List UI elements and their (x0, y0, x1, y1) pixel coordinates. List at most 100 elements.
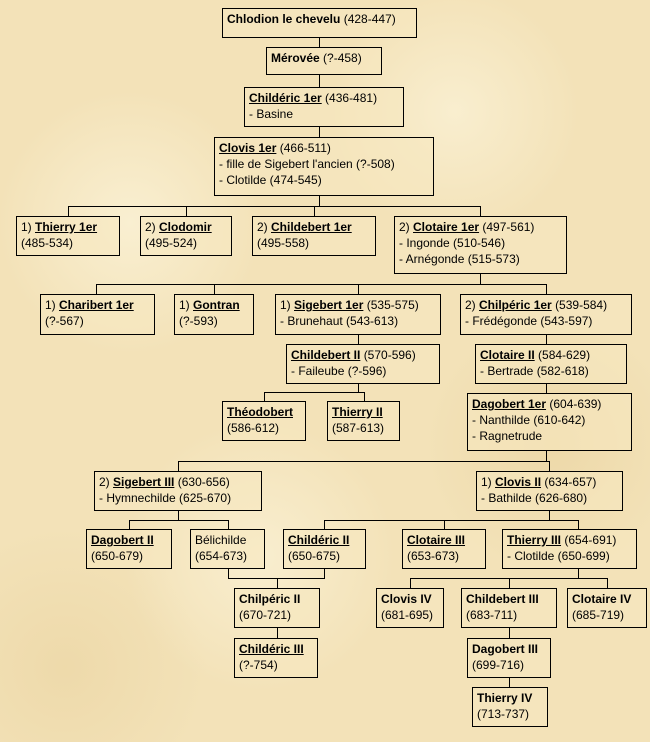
person-name: Childebert 1er (271, 220, 352, 234)
person-dates: (436-481) (325, 91, 378, 105)
person-dates: (634-657) (544, 475, 597, 489)
person-clovis1: Clovis 1er (466-511) - fille de Sigebert… (214, 137, 434, 196)
person-dagobert1: Dagobert 1er (604-639) - Nanthilde (610-… (467, 393, 632, 451)
person-name: Dagobert III (472, 642, 539, 656)
person-dates: (497-561) (482, 220, 535, 234)
person-name: Clovis 1er (219, 141, 277, 155)
spouse: - Clotilde (650-699) (507, 549, 610, 563)
person-dates: (654-691) (564, 533, 617, 547)
person-dates: (?-567) (45, 314, 84, 328)
birth-order: 2) (257, 220, 268, 234)
person-name: Clotaire II (480, 348, 535, 362)
spouse: - Brunehaut (543-613) (280, 314, 399, 328)
spouse: - Arnégonde (515-573) (399, 252, 520, 266)
person-name: Clovis II (495, 475, 542, 489)
spouse: - Ragnetrude (472, 429, 543, 443)
person-name: Charibert 1er (59, 298, 134, 312)
person-dates: (587-613) (332, 421, 385, 435)
birth-order: 2) (99, 475, 110, 489)
person-name: Clotaire III (407, 533, 466, 547)
person-name: Chilpéric II (239, 592, 301, 606)
spouse: - Frédégonde (543-597) (465, 314, 593, 328)
person-thierry4: Thierry IV (713-737) (472, 687, 548, 727)
person-dates: (630-656) (177, 475, 230, 489)
person-clotaire3: Clotaire III (653-673) (402, 529, 486, 569)
person-dates: (604-639) (549, 397, 602, 411)
person-name: Chlodion le chevelu (227, 12, 341, 26)
person-sigebert3: 2) Sigebert III (630-656) - Hymnechilde … (94, 471, 262, 511)
person-dates: (653-673) (407, 549, 460, 563)
birth-order: 1) (45, 298, 56, 312)
person-childebert3: Childebert III (683-711) (461, 588, 557, 628)
person-belichilde: Bélichilde (654-673) (190, 529, 265, 569)
person-dates: (539-584) (555, 298, 608, 312)
spouse: - Hymnechilde (625-670) (99, 491, 232, 505)
person-childeric3: Childéric III (?-754) (234, 638, 318, 678)
person-clotaire4: Clotaire IV (685-719) (567, 588, 647, 628)
person-clodomir: 2) Clodomir (495-524) (140, 216, 232, 256)
person-dates: (586-612) (227, 421, 280, 435)
spouse: - Basine (249, 107, 294, 121)
person-name: Clodomir (159, 220, 212, 234)
person-clovis4: Clovis IV (681-695) (376, 588, 444, 628)
spouse: - Bertrade (582-618) (480, 364, 589, 378)
person-name: Gontran (193, 298, 240, 312)
person-name: Thierry 1er (35, 220, 98, 234)
spouse: - Clotilde (474-545) (219, 173, 322, 187)
person-name: Thierry III (507, 533, 562, 547)
person-name: Dagobert 1er (472, 397, 547, 411)
person-dates: (?-458) (323, 51, 362, 65)
person-childeric1: Childéric 1er (436-481) - Basine (244, 87, 404, 127)
person-thierry2: Thierry II (587-613) (327, 401, 400, 441)
person-name: Sigebert 1er (294, 298, 364, 312)
person-childebert1: 2) Childebert 1er (495-558) (252, 216, 376, 256)
person-chilperic2: Chilpéric II (670-721) (234, 588, 320, 628)
person-dates: (654-673) (195, 549, 248, 563)
person-name: Clovis IV (381, 592, 432, 606)
person-name: Clotaire 1er (413, 220, 480, 234)
person-dates: (466-511) (279, 141, 331, 155)
person-dates: (570-596) (363, 348, 416, 362)
person-name: Bélichilde (195, 533, 247, 547)
person-thierry1: 1) Thierry 1er (485-534) (16, 216, 120, 256)
person-dates: (713-737) (477, 707, 530, 721)
birth-order: 2) (465, 298, 476, 312)
person-theodobert: Théodobert (586-612) (222, 401, 306, 441)
person-gontran: 1) Gontran (?-593) (174, 294, 254, 335)
spouse: - Ingonde (510-546) (399, 236, 506, 250)
birth-order: 1) (481, 475, 492, 489)
person-name: Childebert II (291, 348, 361, 362)
person-sigebert1: 1) Sigebert 1er (535-575) - Brunehaut (5… (275, 294, 441, 335)
person-dates: (650-675) (288, 549, 341, 563)
person-dates: (535-575) (366, 298, 419, 312)
person-name: Sigebert III (113, 475, 175, 489)
person-name: Thierry II (332, 405, 383, 419)
person-name: Childebert III (466, 592, 539, 606)
person-clotaire2: Clotaire II (584-629) - Bertrade (582-61… (475, 344, 627, 384)
person-name: Mérovée (271, 51, 320, 65)
person-chilperic1: 2) Chilpéric 1er (539-584) - Frédégonde … (460, 294, 632, 335)
person-dates: (584-629) (538, 348, 591, 362)
person-dagobert2: Dagobert II (650-679) (86, 529, 172, 569)
person-dates: (699-716) (472, 658, 525, 672)
person-name: Théodobert (227, 405, 293, 419)
person-dates: (650-679) (91, 549, 144, 563)
person-childebert2: Childebert II (570-596) - Faileube (?-59… (286, 344, 440, 384)
person-chlodion: Chlodion le chevelu (428-447) (222, 8, 417, 38)
birth-order: 2) (399, 220, 410, 234)
person-clotaire1: 2) Clotaire 1er (497-561) - Ingonde (510… (394, 216, 567, 274)
spouse: - Faileube (?-596) (291, 364, 387, 378)
person-dates: (495-524) (145, 236, 198, 250)
person-thierry3: Thierry III (654-691) - Clotilde (650-69… (502, 529, 637, 569)
person-dagobert3: Dagobert III (699-716) (467, 638, 551, 678)
person-clovis2: 1) Clovis II (634-657) - Bathilde (626-6… (476, 471, 623, 511)
person-dates: (681-695) (381, 608, 434, 622)
person-dates: (485-534) (21, 236, 74, 250)
spouse: - fille de Sigebert l'ancien (?-508) (219, 157, 395, 171)
spouse: - Bathilde (626-680) (481, 491, 588, 505)
person-name: Clotaire IV (572, 592, 632, 606)
birth-order: 1) (179, 298, 190, 312)
person-name: Chilpéric 1er (479, 298, 552, 312)
person-name: Childéric 1er (249, 91, 322, 105)
